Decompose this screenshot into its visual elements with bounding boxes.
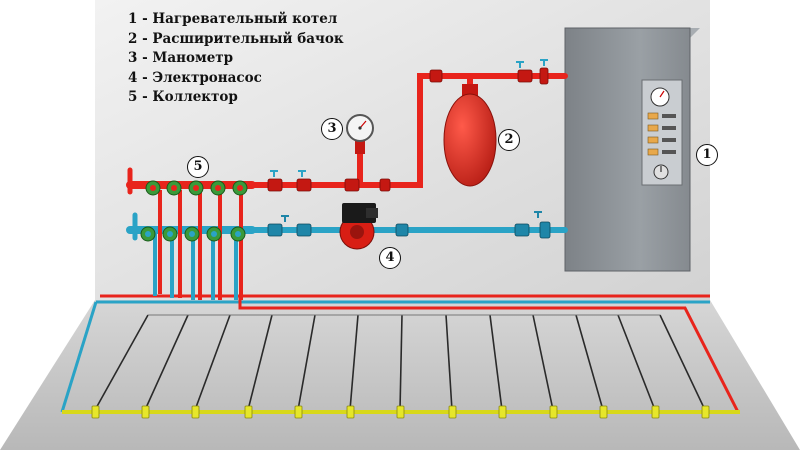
callout-boiler: 1	[696, 144, 718, 166]
supply-valves	[267, 67, 549, 192]
underfloor-heating-loops	[94, 314, 706, 411]
collector	[140, 180, 248, 300]
callout-expansion-tank: 2	[498, 129, 520, 151]
legend-item-pump: 4 - Электронасос	[128, 69, 262, 86]
floor-pipes	[60, 294, 740, 413]
legend-item-expansion-tank: 2 - Расширительный бачок	[128, 30, 344, 47]
pump	[339, 203, 378, 250]
legend-item-pressure-gauge: 3 - Манометр	[128, 50, 234, 66]
callout-pressure-gauge: 3	[321, 118, 343, 140]
pressure-gauge	[346, 114, 374, 154]
legend-item-boiler: 1 - Нагревательный котел	[128, 11, 338, 27]
legend: 1 - Нагревательный котел 2 - Расширитель…	[128, 10, 344, 108]
legend-item-collector: 5 - Коллектор	[128, 89, 238, 105]
floor-header	[62, 405, 740, 419]
expansion-tank	[443, 84, 497, 187]
callout-pump: 4	[379, 247, 401, 269]
boiler	[564, 27, 700, 272]
callout-collector: 5	[187, 156, 209, 178]
return-valves	[267, 221, 551, 239]
